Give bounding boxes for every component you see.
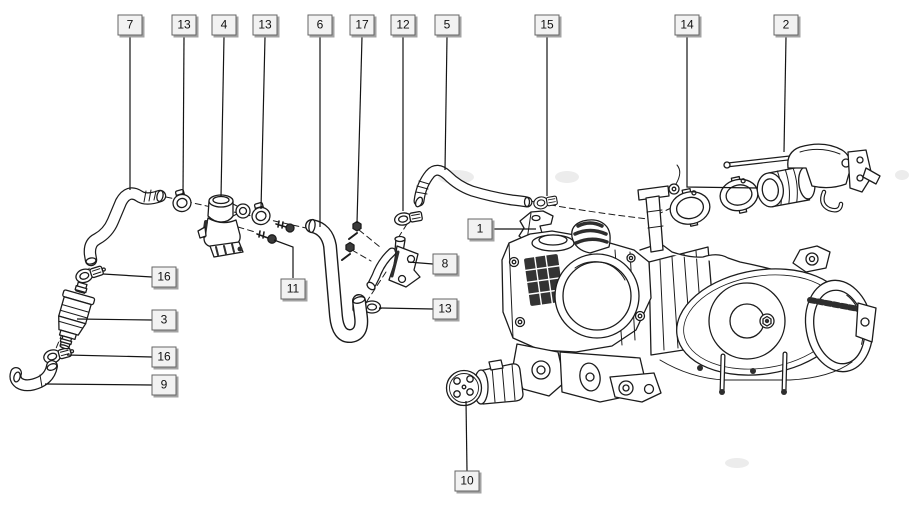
callout-13[interactable]: 13 — [171, 14, 197, 36]
callout-1[interactable]: 1 — [467, 218, 493, 240]
callout-15[interactable]: 15 — [534, 14, 560, 36]
part-valve-4 — [197, 194, 251, 258]
part-hose-5 — [413, 164, 533, 208]
part-hose-7 — [83, 187, 167, 267]
part-engine-assembly — [501, 164, 877, 403]
part-connector-10 — [445, 359, 524, 407]
callout-11[interactable]: 11 — [280, 278, 306, 300]
part-filter-3 — [58, 281, 96, 350]
callout-2[interactable]: 2 — [773, 14, 799, 36]
part-nuts-17 — [341, 220, 362, 261]
callout-9[interactable]: 9 — [151, 374, 177, 396]
callout-17[interactable]: 17 — [349, 14, 375, 36]
part-throttle-body-2 — [723, 143, 881, 213]
callout-16[interactable]: 16 — [151, 346, 177, 368]
callout-3[interactable]: 3 — [151, 309, 177, 331]
callout-5[interactable]: 5 — [434, 14, 460, 36]
part-clamp-16 — [75, 265, 106, 284]
callout-14[interactable]: 14 — [674, 14, 700, 36]
callout-10[interactable]: 10 — [454, 470, 480, 492]
part-hose-6 — [305, 218, 369, 343]
part-hose-9 — [9, 360, 58, 392]
part-clamp-13 — [251, 201, 271, 226]
callout-6[interactable]: 6 — [307, 14, 333, 36]
part-clamp-15 — [533, 195, 558, 210]
callout-7[interactable]: 7 — [117, 14, 143, 36]
callout-13[interactable]: 13 — [252, 14, 278, 36]
callout-8[interactable]: 8 — [432, 253, 458, 275]
callout-12[interactable]: 12 — [390, 14, 416, 36]
callout-16[interactable]: 16 — [151, 266, 177, 288]
callout-4[interactable]: 4 — [211, 14, 237, 36]
callout-13[interactable]: 13 — [432, 298, 458, 320]
part-clamp-12 — [394, 210, 423, 226]
